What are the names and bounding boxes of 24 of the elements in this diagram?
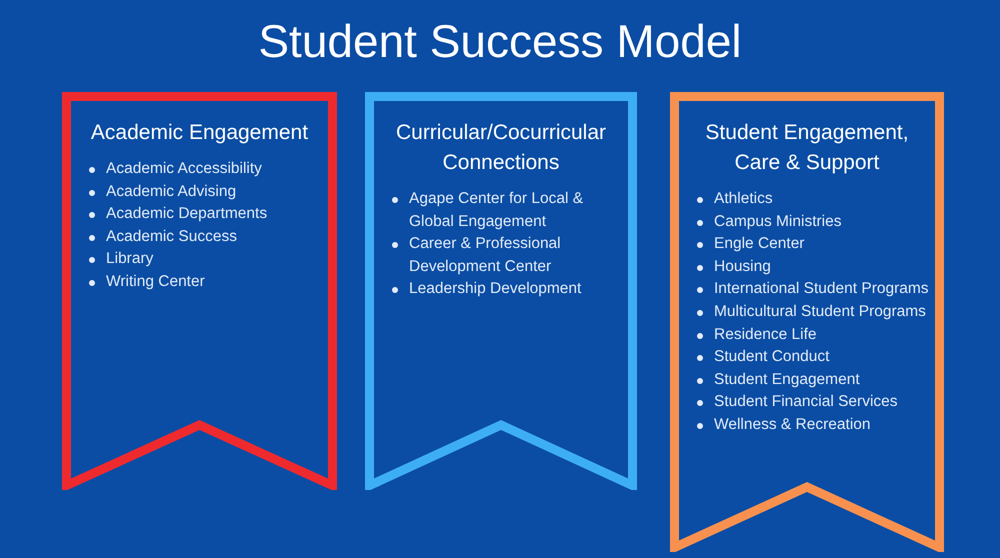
list-item: International Student Programs <box>714 280 929 298</box>
list-item: Residence Life <box>714 326 817 343</box>
banner-heading: Academic Engagement <box>90 120 310 146</box>
list-item: Agape Center for Local & Global Engagement <box>409 190 584 230</box>
banner-heading: Curricular/Cocurricular Connections <box>394 120 608 176</box>
list-item: Leadership Development <box>409 280 582 298</box>
list-item: Wellness & Recreation <box>714 416 871 433</box>
list-item: Library <box>106 250 154 268</box>
list-item: Student Financial Services <box>714 393 898 410</box>
list-item: Engle Center <box>714 235 804 252</box>
list-item: Career & Professional Development Center <box>409 235 561 275</box>
list-item: Academic Departments <box>106 205 268 222</box>
list-item: Campus Ministries <box>714 212 842 230</box>
list-item: Housing <box>714 258 771 275</box>
title: Student Success Model <box>257 14 743 68</box>
list-item: Multicultural Student Programs <box>714 302 926 320</box>
list-item: Academic Accessibility <box>106 160 262 177</box>
list-item: Writing Center <box>106 272 205 290</box>
list-item: Academic Advising <box>106 182 236 200</box>
list-item: Athletics <box>714 190 773 207</box>
banner-heading: Student Engagement, Care & Support <box>704 120 910 176</box>
list-item: Academic Success <box>106 228 237 245</box>
list-item: Student Conduct <box>714 348 830 366</box>
list-item: Student Engagement <box>714 370 860 388</box>
